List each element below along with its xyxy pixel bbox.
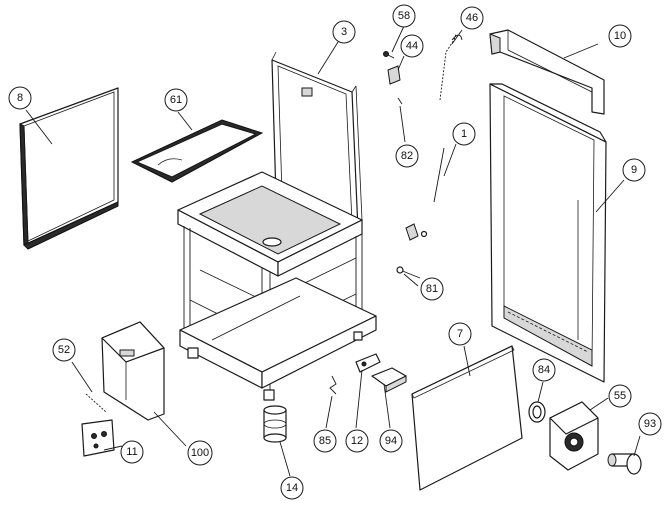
svg-text:82: 82	[401, 150, 413, 162]
callout-93: 93	[638, 412, 662, 436]
part-1-rod	[433, 147, 445, 203]
svg-text:94: 94	[385, 435, 397, 447]
part-52-terminal-strip	[85, 393, 107, 413]
callout-81: 81	[420, 277, 444, 301]
callout-14: 14	[280, 476, 304, 500]
svg-text:81: 81	[426, 283, 438, 295]
callout-12: 12	[345, 429, 369, 453]
part-58-screw	[383, 51, 395, 59]
svg-text:58: 58	[398, 10, 410, 22]
svg-text:3: 3	[341, 26, 347, 38]
part-9-back-panel	[489, 83, 607, 383]
part-81-bolt	[396, 266, 421, 279]
callout-11: 11	[120, 440, 144, 464]
callout-7: 7	[448, 322, 472, 346]
callout-82: 82	[395, 144, 419, 168]
part-8-side-panel	[19, 87, 119, 250]
part-55-housing	[549, 401, 599, 471]
svg-text:1: 1	[461, 128, 467, 140]
svg-text:84: 84	[538, 364, 550, 376]
callout-85: 85	[313, 429, 337, 453]
part-93-knob	[607, 453, 642, 475]
callout-55: 55	[608, 384, 632, 408]
callout-10: 10	[608, 24, 632, 48]
svg-text:100: 100	[191, 447, 209, 459]
part-84-ring	[528, 401, 546, 423]
leader-lines	[25, 25, 641, 477]
svg-text:85: 85	[319, 435, 331, 447]
callout-44: 44	[400, 34, 424, 58]
callout-61: 61	[164, 88, 188, 112]
callout-52: 52	[52, 338, 76, 362]
callout-8: 8	[8, 86, 32, 110]
part-11-mounting-plate	[81, 419, 115, 457]
svg-text:12: 12	[351, 435, 363, 447]
callout-58: 58	[392, 4, 416, 28]
part-100-bracket-box	[101, 321, 165, 421]
svg-text:44: 44	[406, 40, 418, 52]
hinge-hardware	[405, 223, 428, 241]
svg-text:55: 55	[614, 390, 626, 402]
part-85-clip	[329, 375, 337, 395]
svg-text:61: 61	[170, 94, 182, 106]
callout-84: 84	[532, 358, 556, 382]
part-14-cylinder	[263, 405, 287, 443]
svg-text:46: 46	[466, 12, 478, 24]
callout-3: 3	[332, 20, 356, 44]
svg-text:52: 52	[58, 344, 70, 356]
part-94-plate	[371, 367, 407, 393]
main-cabinet-frame	[177, 51, 377, 401]
callout-100: 100	[187, 440, 213, 466]
part-10-top-rail	[489, 29, 605, 115]
callout-9: 9	[622, 158, 646, 182]
callout-94: 94	[379, 429, 403, 453]
part-46-spring	[439, 33, 463, 101]
callout-46: 46	[460, 6, 484, 30]
svg-text:11: 11	[126, 446, 137, 458]
svg-text:14: 14	[286, 482, 298, 494]
svg-text:10: 10	[614, 30, 626, 42]
svg-text:7: 7	[457, 328, 463, 340]
svg-text:9: 9	[631, 164, 637, 176]
svg-text:8: 8	[17, 92, 23, 104]
part-12-bracket	[355, 353, 381, 373]
part-61-tray	[130, 119, 264, 183]
callout-1: 1	[452, 122, 476, 146]
part-44-bracket	[387, 65, 403, 105]
svg-text:93: 93	[644, 418, 656, 430]
part-7-front-panel	[411, 345, 523, 491]
